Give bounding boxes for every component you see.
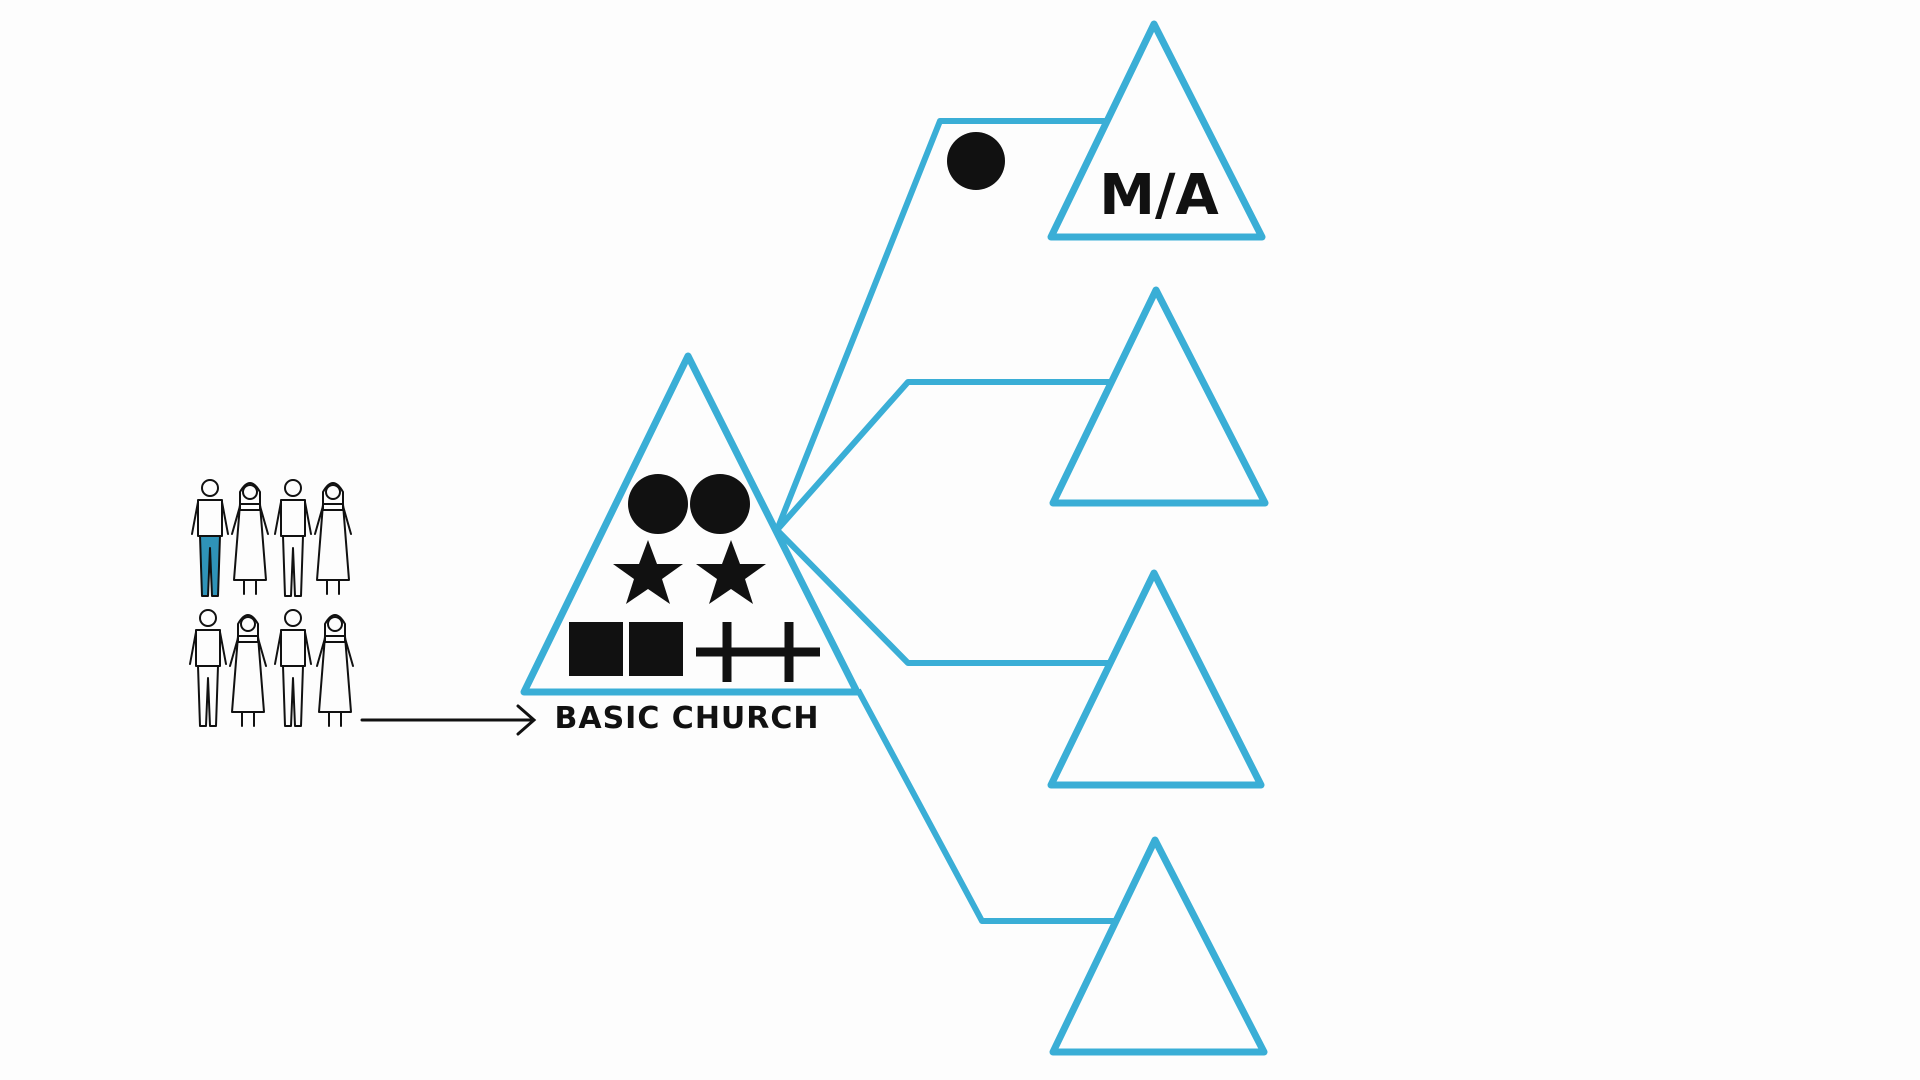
ma-label: M/A [1099, 163, 1219, 228]
arrow-icon [360, 704, 537, 736]
circle-shape [690, 474, 750, 534]
cross-shape [758, 622, 820, 682]
person-icon [231, 482, 269, 595]
ma-triangle [1047, 20, 1266, 241]
connector-2 [774, 379, 1110, 532]
person-icon [191, 479, 229, 597]
circle-shape [628, 474, 688, 534]
circle-shape [947, 132, 1005, 190]
person-icon [189, 609, 227, 727]
square-shape [629, 622, 683, 676]
person-icon [274, 479, 312, 597]
church-symbols [569, 474, 820, 682]
branch-triangles [1047, 20, 1269, 1056]
star-shape [613, 540, 683, 604]
people-group [189, 479, 354, 727]
branch-triangle-3 [1047, 569, 1265, 789]
person-icon [316, 614, 354, 727]
square-shape [569, 622, 623, 676]
star-shape [696, 540, 766, 604]
connector-4 [855, 688, 1115, 924]
branch-triangle-4 [1049, 836, 1268, 1056]
connector-3 [774, 527, 1110, 666]
person-icon [229, 614, 267, 727]
cross-shape [696, 622, 758, 682]
basic-church-triangle [520, 352, 861, 696]
branch-connectors [774, 118, 1115, 924]
basic-church-label: BASIC CHURCH [554, 701, 819, 736]
branch-triangle-2 [1049, 286, 1269, 507]
connector-1 [774, 118, 1107, 532]
person-icon [314, 482, 352, 595]
person-icon [274, 609, 312, 727]
